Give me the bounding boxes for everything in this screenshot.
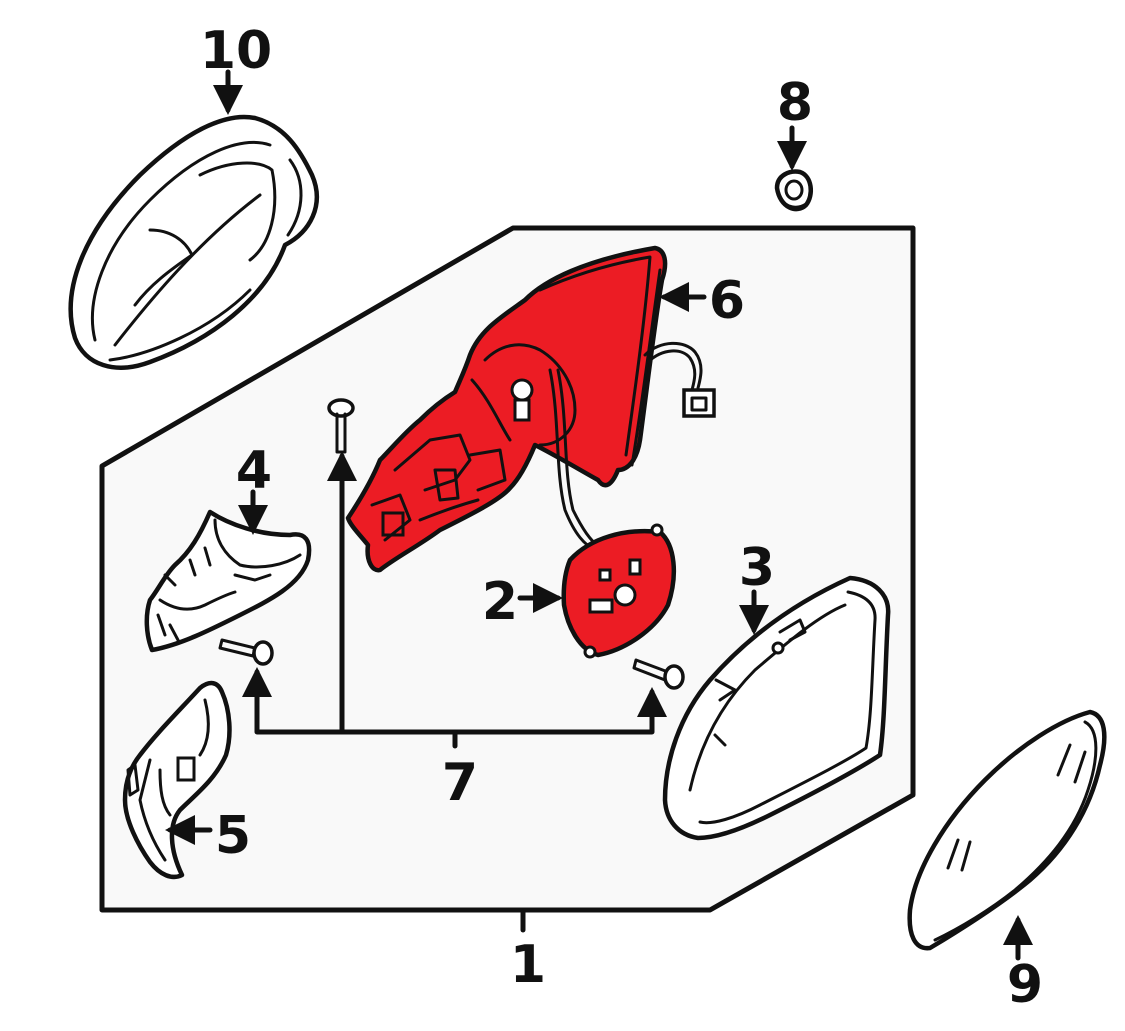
callout-7: 7 — [442, 753, 478, 813]
part-5-trim — [122, 680, 232, 880]
part-2-motor — [561, 523, 677, 659]
callout-3: 3 — [739, 538, 775, 598]
part-4-cover — [144, 509, 312, 653]
callout-2: 2 — [482, 572, 518, 632]
callout-4: 4 — [236, 441, 272, 501]
callouts: 10 8 6 4 2 3 5 7 1 9 — [200, 21, 1043, 1015]
callout-6: 6 — [709, 271, 745, 331]
callout-5: 5 — [215, 806, 251, 866]
part-6-housing — [345, 245, 716, 573]
part-8-nut — [774, 169, 814, 212]
part-10-mirror-cap — [68, 114, 319, 370]
part-3-frame — [662, 575, 891, 841]
callout-10: 10 — [200, 21, 272, 81]
part-9-glass — [907, 709, 1107, 951]
part-7-screws — [218, 398, 685, 690]
callout-8: 8 — [777, 73, 813, 133]
callout-9: 9 — [1007, 955, 1043, 1015]
leader-lines — [165, 69, 1033, 961]
callout-1: 1 — [510, 935, 546, 995]
